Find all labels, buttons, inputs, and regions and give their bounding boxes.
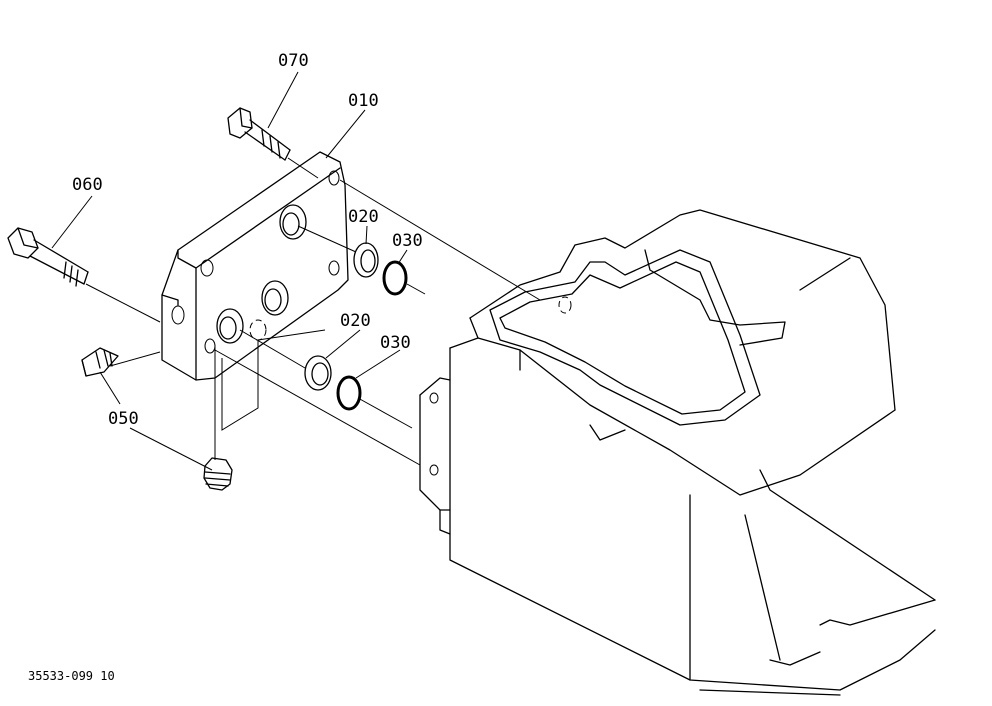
housing [419,209,936,696]
seal-ring-020-upper [353,242,379,278]
label-030-lower: 030 [380,333,411,353]
o-ring-030-lower [336,375,362,411]
label-020-lower: 020 [340,311,371,331]
drawing-code: 35533-099 10 [28,669,115,683]
seal-ring-020-lower [304,355,332,391]
bolt-060 [7,227,89,287]
o-ring-030-upper [382,260,408,296]
label-070: 070 [278,51,309,71]
label-030-upper: 030 [392,231,423,251]
bolt-070 [227,107,291,161]
label-060: 060 [72,175,103,195]
set-screw-050-upper [81,347,119,377]
set-screw-050-lower [203,457,233,491]
leader-lines [51,71,408,471]
label-020-upper: 020 [348,207,379,227]
label-010: 010 [348,91,379,111]
assembly-lines [85,157,541,466]
label-050: 050 [108,409,139,429]
cover-plate [161,151,349,381]
